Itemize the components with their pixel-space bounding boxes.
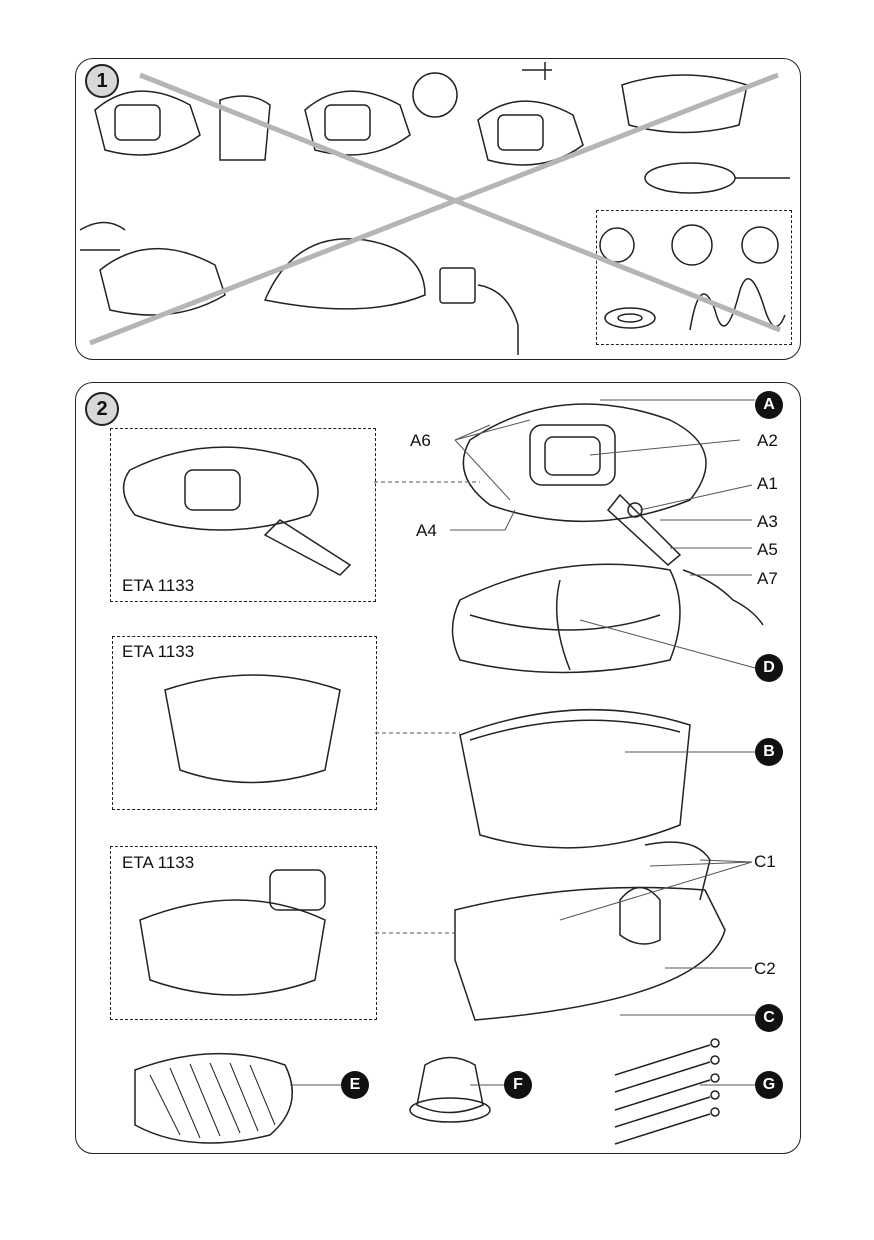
unsuitable-heat-sources-box xyxy=(596,210,792,345)
part-marker-F: F xyxy=(504,1071,532,1099)
cup-F-drawing xyxy=(416,1056,484,1114)
part-marker-C: C xyxy=(755,1004,783,1032)
callout-C1: C1 xyxy=(754,852,776,871)
appliance-sketch-row1 xyxy=(94,62,790,194)
base-C-drawing xyxy=(454,886,726,1021)
variant-box-lid xyxy=(110,428,376,602)
skewers-G-drawing xyxy=(614,1038,720,1145)
callout-A5: A5 xyxy=(757,540,778,559)
callout-A2: A2 xyxy=(757,431,778,450)
part-marker-A: A xyxy=(755,391,783,419)
callout-A4: A4 xyxy=(416,521,437,540)
section-number-2: 2 xyxy=(85,392,119,426)
variant-label-lid: ETA 1133 xyxy=(122,576,195,595)
prohibited-cross xyxy=(89,72,781,346)
part-marker-D: D xyxy=(755,654,783,682)
variant-label-base: ETA 1133 xyxy=(122,853,195,872)
plate-D-drawing xyxy=(451,563,681,674)
lid-A-drawing xyxy=(462,403,707,523)
appliance-sketch-row2 xyxy=(79,221,786,355)
variant-label-bowl: ETA 1133 xyxy=(122,642,195,661)
section-number-1: 1 xyxy=(85,64,119,98)
callout-A1: A1 xyxy=(757,474,778,493)
callout-A3: A3 xyxy=(757,512,778,531)
variant-box-bowl xyxy=(112,636,377,810)
part-marker-G: G xyxy=(755,1071,783,1099)
rack-E-drawing xyxy=(134,1052,293,1144)
part-marker-B: B xyxy=(755,738,783,766)
lid-variant-drawing xyxy=(122,446,319,531)
base-variant-drawing xyxy=(139,899,326,996)
bowl-variant-drawing xyxy=(164,674,341,784)
bowl-B-drawing xyxy=(459,708,691,849)
part-marker-E: E xyxy=(341,1071,369,1099)
callout-A7: A7 xyxy=(757,569,778,588)
callout-A6: A6 xyxy=(410,431,431,450)
callout-C2: C2 xyxy=(754,959,776,978)
